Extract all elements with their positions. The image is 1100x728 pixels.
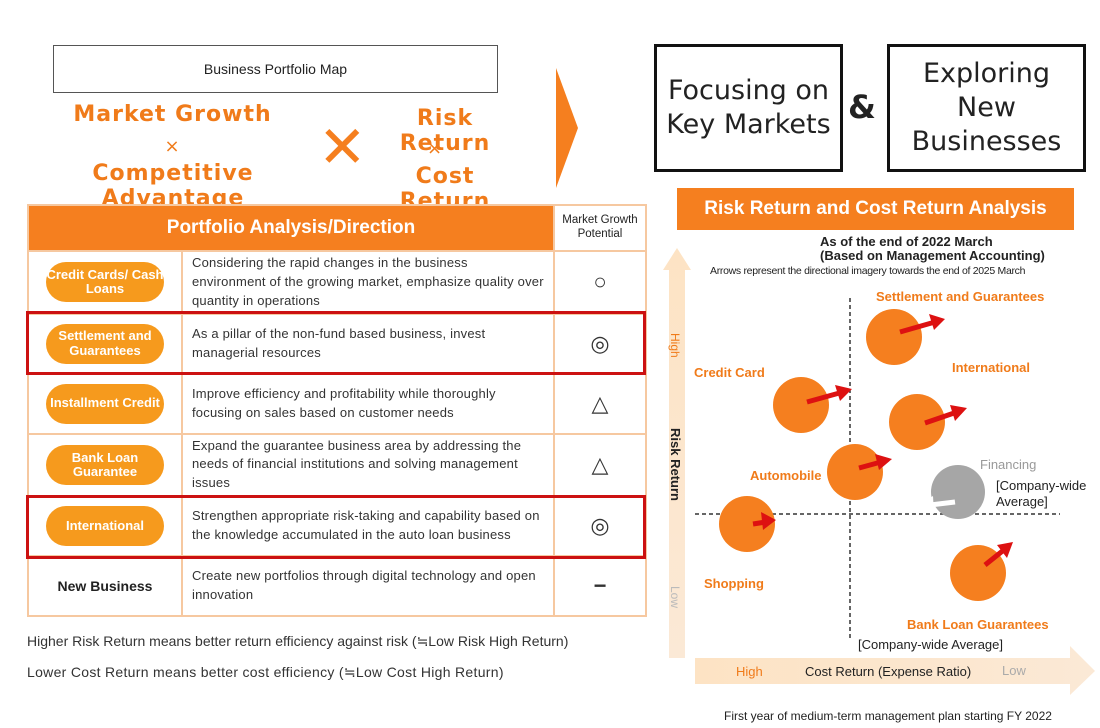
analysis-basis: (Based on Management Accounting) — [820, 248, 1045, 263]
portfolio-map-title: Business Portfolio Map — [203, 61, 348, 77]
bubble-shopping — [719, 496, 775, 552]
arrowhead-settlement — [929, 314, 945, 330]
table-row: Installment Credit Improve efficiency an… — [27, 372, 647, 435]
y-axis-label: Risk Return — [668, 428, 683, 501]
arrowhead-automobile — [875, 454, 892, 470]
growth-symbol: △ — [553, 372, 647, 435]
table-header-main: Portfolio Analysis/Direction — [27, 204, 555, 252]
company-average-bottom: [Company-wide Average] — [858, 637, 1004, 652]
bubble-credit-card — [773, 377, 829, 433]
analysis-title: Risk Return and Cost Return Analysis — [677, 188, 1074, 230]
growth-symbol: △ — [553, 432, 647, 498]
label-international: International — [952, 360, 1031, 375]
analysis-arrow-note: Arrows represent the directional imagery… — [710, 265, 1026, 277]
table-row: Settlement and Guarantees As a pillar of… — [27, 312, 647, 375]
risk-cost-diagram — [663, 248, 1095, 695]
bubble-automobile — [827, 444, 883, 500]
portfolio-map-title-box: Business Portfolio Map — [53, 45, 498, 93]
left-multiply-sign: × — [164, 136, 181, 157]
chevron-right-icon — [556, 68, 578, 188]
row-label-new-business: New Business — [27, 555, 183, 618]
arrow-bank-loan — [983, 547, 1007, 567]
arrowhead-bank-loan — [997, 542, 1013, 558]
arrowhead-international — [950, 405, 967, 421]
table-row: Bank Loan Guarantee Expand the guarantee… — [27, 432, 647, 498]
table-row: Credit Cards/ Cash Loans Considering the… — [27, 250, 647, 315]
arrow-settlement — [899, 319, 936, 335]
x-axis-arrow — [695, 646, 1095, 695]
table-row: International Strengthen appropriate ris… — [27, 495, 647, 558]
focus-key-markets-text: Focusing on Key Markets — [666, 75, 831, 140]
focus-key-markets-box: Focusing on Key Markets — [654, 44, 843, 172]
footer-note: First year of medium-term management pla… — [724, 709, 1052, 723]
row-desc: Strengthen appropriate risk-taking and c… — [181, 495, 555, 558]
bubble-international — [889, 394, 945, 450]
analysis-date: As of the end of 2022 March — [820, 234, 993, 249]
label-settlement: Settlement and Guarantees — [876, 289, 1045, 304]
cross-icon: ✕ — [318, 113, 367, 181]
row-desc: Improve efficiency and profitability whi… — [181, 372, 555, 435]
y-low-label: Low — [668, 586, 682, 609]
row-label-international: International — [46, 506, 164, 547]
exploring-new-businesses-text: Exploring New Businesses — [911, 58, 1062, 157]
growth-symbol: ○ — [553, 250, 647, 315]
row-label-settlement: Settlement and Guarantees — [46, 323, 164, 364]
row-label-bank-loan: Bank Loan Guarantee — [46, 444, 164, 485]
table-header-growth: Market Growth Potential — [553, 204, 647, 252]
risk-return-label: Risk Return — [399, 106, 491, 156]
arrowhead-credit-card — [835, 385, 852, 401]
label-financing: Financing — [980, 457, 1037, 472]
row-desc: Create new portfolios through digital te… — [181, 555, 555, 618]
arrow-credit-card — [806, 389, 844, 405]
label-bank-loan: Bank Loan Guarantees — [907, 617, 1049, 632]
competitive-advantage-label: Competitive Advantage — [92, 161, 254, 211]
label-credit-card: Credit Card — [694, 365, 765, 380]
cost-return-label: Cost Return — [399, 164, 491, 214]
bubble-settlement — [866, 309, 922, 365]
growth-symbol: − — [553, 555, 647, 618]
x-low-label: Low — [1002, 663, 1026, 678]
y-axis-arrow — [663, 248, 691, 658]
risk-return-note: Higher Risk Return means better return e… — [27, 633, 569, 649]
arrowhead-shopping — [761, 512, 776, 530]
y-high-label: High — [668, 333, 682, 358]
row-desc: Expand the guarantee business area by ad… — [181, 432, 555, 498]
growth-symbol: ◎ — [553, 495, 647, 558]
ampersand: & — [848, 88, 876, 126]
x-high-label: High — [736, 664, 763, 679]
label-shopping: Shopping — [704, 576, 764, 591]
growth-symbol: ◎ — [553, 312, 647, 375]
label-automobile: Automobile — [750, 468, 822, 483]
exploring-new-businesses-box: Exploring New Businesses — [887, 44, 1086, 172]
arrow-financing — [917, 496, 956, 514]
x-axis-label: Cost Return (Expense Ratio) — [805, 664, 972, 679]
highlight-settlement-row — [26, 311, 646, 375]
company-average-right: [Company-wide Average] — [996, 478, 1087, 510]
cost-return-note: Lower Cost Return means better cost effi… — [27, 664, 504, 680]
row-desc: Considering the rapid changes in the bus… — [181, 250, 555, 315]
arrow-international — [924, 409, 958, 426]
market-growth-label: Market Growth — [73, 102, 272, 127]
row-label-installment: Installment Credit — [46, 383, 164, 424]
table-row: New Business Create new portfolios throu… — [27, 555, 647, 618]
right-multiply-sign: × — [426, 138, 444, 159]
bubble-financing — [931, 465, 985, 519]
highlight-international-row — [26, 495, 646, 559]
row-label-credit-cards: Credit Cards/ Cash Loans — [46, 262, 164, 303]
